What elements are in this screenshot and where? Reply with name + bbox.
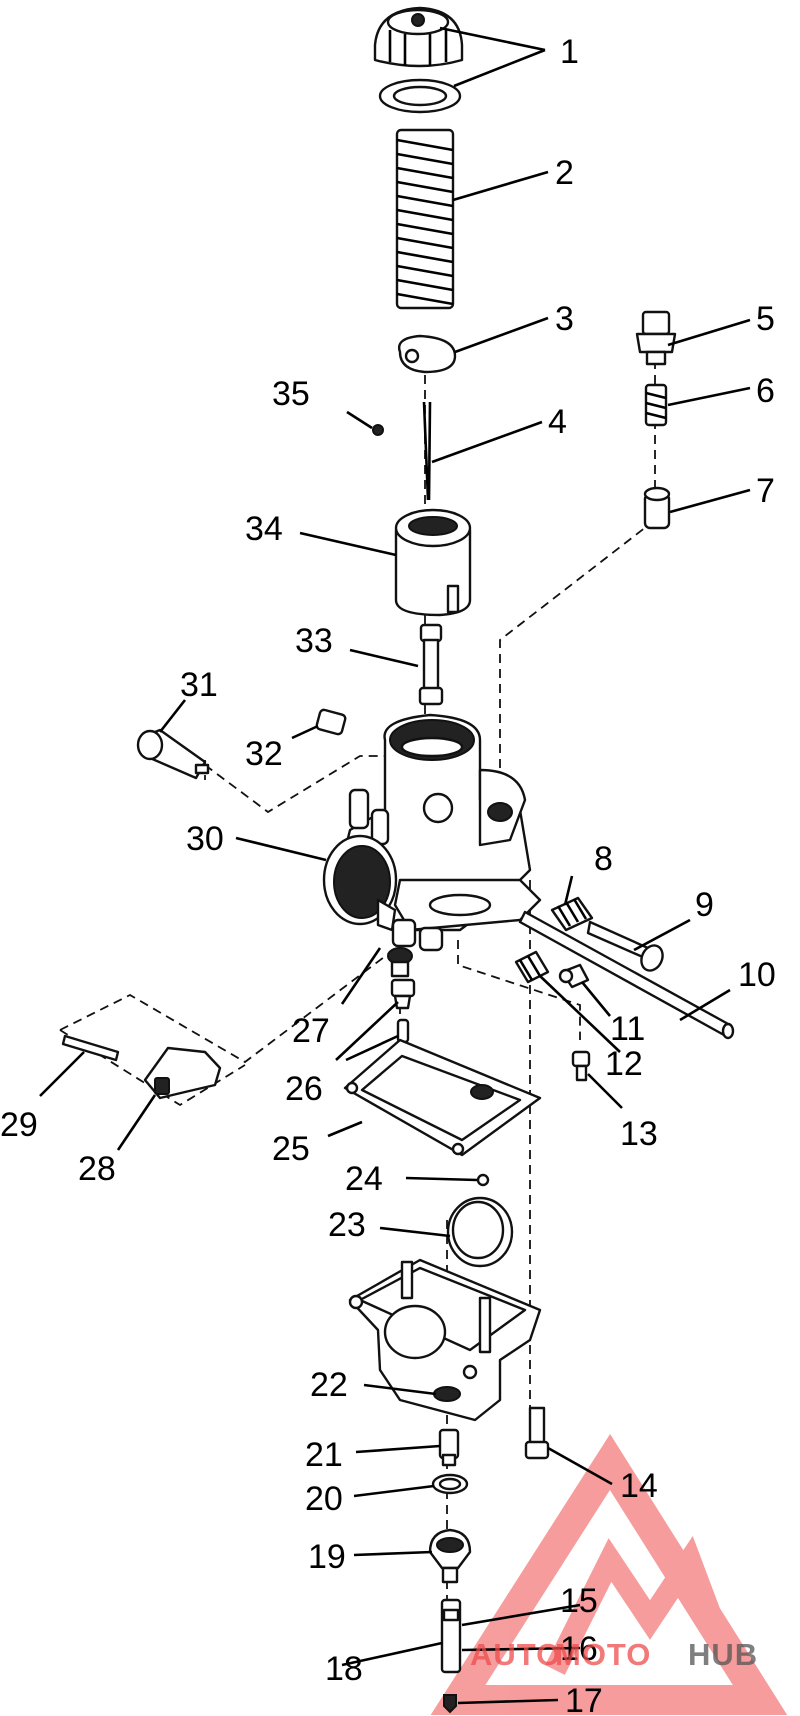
callout-13: 13 bbox=[620, 1115, 658, 1153]
callout-4: 4 bbox=[548, 403, 567, 441]
part-6-spring bbox=[644, 383, 668, 427]
callout-35: 35 bbox=[272, 375, 310, 413]
part-9-screw bbox=[586, 920, 664, 972]
callout-32: 32 bbox=[245, 735, 283, 773]
part-18-tube bbox=[440, 1598, 462, 1674]
callout-25: 25 bbox=[272, 1130, 310, 1168]
callout-22: 22 bbox=[310, 1366, 348, 1404]
part-5-adjuster bbox=[635, 310, 677, 366]
callout-34: 34 bbox=[245, 510, 283, 548]
callout-17: 17 bbox=[565, 1682, 603, 1716]
callout-14: 14 bbox=[620, 1467, 658, 1505]
watermark-text: AUTO MOTO HUB bbox=[470, 1637, 758, 1672]
part-21-jet bbox=[438, 1428, 460, 1467]
callout-21: 21 bbox=[305, 1436, 343, 1474]
part-11-plug bbox=[558, 963, 590, 989]
part-14-bolt bbox=[524, 1406, 550, 1460]
callout-30: 30 bbox=[186, 820, 224, 858]
part-1-cap bbox=[373, 6, 464, 114]
callout-33: 33 bbox=[295, 622, 333, 660]
part-31-choke bbox=[136, 728, 210, 780]
callout-8: 8 bbox=[594, 840, 613, 878]
part-34-throttle-valve bbox=[394, 508, 472, 617]
callout-10: 10 bbox=[738, 956, 776, 994]
part-33-needle-jet bbox=[418, 623, 444, 706]
callout-9: 9 bbox=[695, 886, 714, 924]
part-25-gasket bbox=[343, 1038, 542, 1157]
part-30-intake-bore bbox=[322, 834, 444, 952]
callout-labels: 1 2 3 4 5 6 7 8 9 10 11 12 13 14 15 16 1… bbox=[0, 33, 776, 1716]
callout-3: 3 bbox=[555, 300, 574, 338]
part-32-screw bbox=[315, 708, 347, 736]
callout-23: 23 bbox=[328, 1206, 366, 1244]
part-3-clip-plate bbox=[398, 334, 457, 374]
part-4-jet-needle bbox=[422, 401, 432, 501]
callout-6: 6 bbox=[756, 372, 775, 410]
part-13-screw bbox=[571, 1050, 591, 1082]
part-8-spring bbox=[550, 896, 594, 932]
leader-lines bbox=[39, 26, 751, 1705]
part-23-float bbox=[446, 1196, 514, 1268]
part-26-float-valve bbox=[390, 978, 416, 1044]
float-bowl bbox=[348, 1258, 542, 1422]
callout-27: 27 bbox=[292, 1012, 330, 1050]
callout-7: 7 bbox=[756, 472, 775, 510]
callout-26: 26 bbox=[285, 1070, 323, 1108]
callout-12: 12 bbox=[605, 1045, 643, 1083]
callout-11: 11 bbox=[610, 1010, 645, 1048]
part-19-plug bbox=[428, 1528, 472, 1584]
part-28-tube-clip bbox=[143, 1046, 222, 1100]
callout-15: 15 bbox=[560, 1582, 598, 1620]
watermark-text-moto: MOTO bbox=[555, 1637, 651, 1672]
callout-2: 2 bbox=[555, 154, 574, 192]
part-17-screw bbox=[443, 1694, 457, 1714]
callout-29: 29 bbox=[0, 1106, 38, 1144]
part-27-seat bbox=[387, 947, 413, 978]
callout-5: 5 bbox=[756, 300, 775, 338]
part-10-shaft bbox=[518, 910, 735, 1040]
part-24-ball bbox=[476, 1173, 490, 1187]
part-35-clip bbox=[372, 424, 384, 436]
watermark-logo bbox=[430, 1434, 788, 1715]
callout-16: 16 bbox=[560, 1630, 598, 1668]
callout-31: 31 bbox=[180, 666, 218, 704]
watermark-text-hub: HUB bbox=[688, 1637, 758, 1672]
assembly-centerlines bbox=[59, 360, 656, 1620]
callout-1: 1 bbox=[560, 33, 579, 71]
callout-28: 28 bbox=[78, 1150, 116, 1188]
callout-24: 24 bbox=[345, 1160, 383, 1198]
part-2-spring bbox=[395, 128, 455, 310]
part-12-spring bbox=[514, 950, 550, 984]
callout-18: 18 bbox=[325, 1650, 363, 1688]
part-20-gasket bbox=[431, 1473, 469, 1495]
part-29-tube bbox=[61, 1034, 120, 1062]
watermark-text-auto: AUTO bbox=[470, 1637, 561, 1672]
part-22-washer bbox=[433, 1386, 461, 1402]
callout-19: 19 bbox=[308, 1538, 346, 1576]
part-7-plunger bbox=[643, 486, 671, 530]
callout-20: 20 bbox=[305, 1480, 343, 1518]
